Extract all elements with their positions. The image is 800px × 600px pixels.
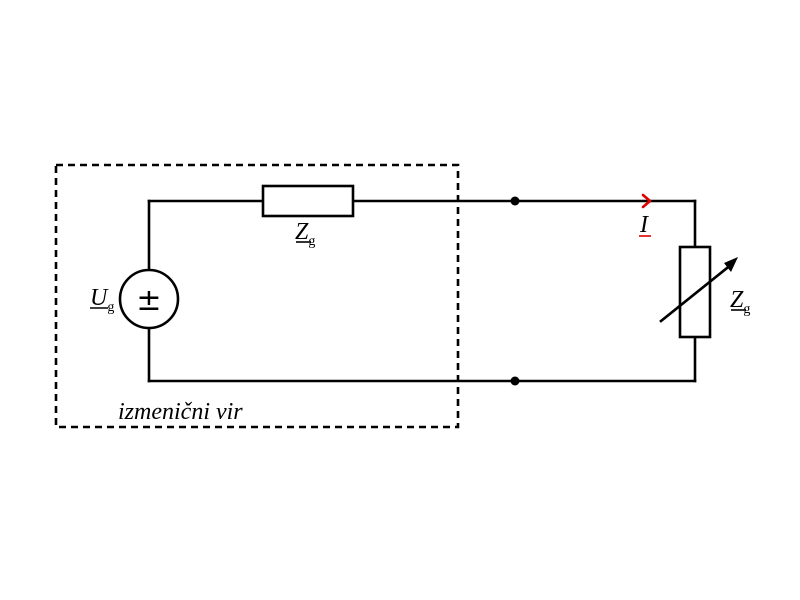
load-impedance-label: Zg: [730, 287, 750, 317]
load-impedance-symbol: Z: [730, 287, 744, 313]
current-label: I: [639, 212, 649, 238]
variable-arrow-head: [724, 257, 738, 272]
voltage-source-sign: ±: [136, 283, 161, 318]
junction-dot-bottom: [510, 376, 520, 386]
variable-arrow-shaft: [659, 262, 734, 323]
source-voltage-subscript: g: [107, 300, 114, 315]
source-impedance-label: Zg: [295, 219, 315, 249]
current-arrow-icon: [641, 193, 652, 209]
source-boundary-box: [54, 163, 460, 429]
source-voltage-symbol: U: [90, 285, 109, 311]
voltage-source-symbol: [118, 268, 180, 330]
source-impedance-symbol: Z: [295, 219, 309, 245]
source-impedance-subscript: g: [308, 234, 315, 249]
load-impedance-subscript: g: [743, 302, 750, 317]
load-impedance-resistor: [678, 245, 712, 339]
source-group-label: izmenični vir: [118, 399, 243, 425]
source-voltage-label: Ug: [90, 285, 114, 315]
source-impedance-resistor: [261, 184, 355, 218]
junction-dot-top: [510, 196, 520, 206]
